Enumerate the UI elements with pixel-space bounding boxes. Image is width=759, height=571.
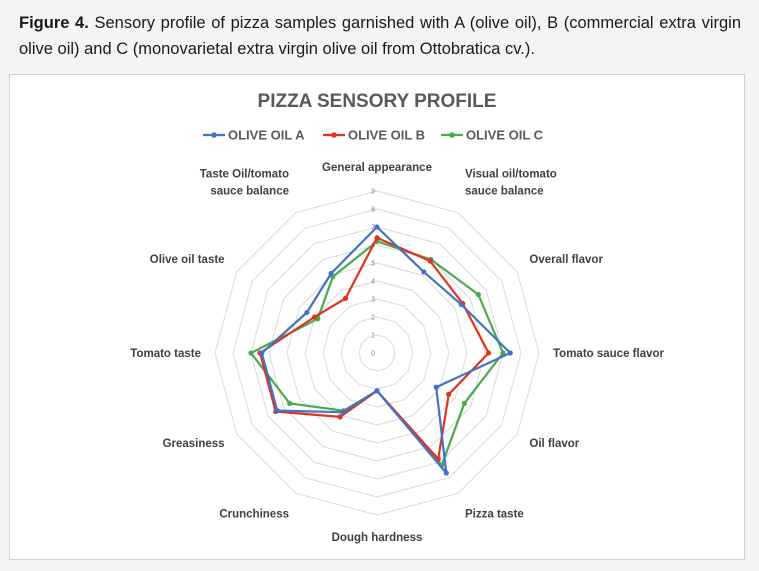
series-0-point-1 bbox=[421, 269, 427, 275]
series-0-point-10 bbox=[304, 309, 310, 316]
figure-label: Figure 4. bbox=[19, 14, 89, 32]
radar-grid bbox=[214, 190, 540, 516]
series-1-point-11 bbox=[342, 295, 349, 301]
series-line-2 bbox=[249, 240, 505, 467]
tick-label-0: 0 bbox=[371, 351, 375, 358]
axis-label-2: Overall flavor bbox=[529, 254, 603, 266]
grid-ring-6 bbox=[268, 244, 486, 462]
series-2-point-3 bbox=[500, 350, 506, 356]
grid-ring-9 bbox=[214, 190, 540, 516]
figure-caption: Figure 4. Sensory profile of pizza sampl… bbox=[19, 10, 741, 62]
axis-label-5: Pizza taste bbox=[465, 508, 524, 520]
legend-label-1: OLIVE OIL B bbox=[348, 128, 425, 143]
axis-label-9: Tomato taste bbox=[130, 348, 201, 360]
axis-label-0: General appearance bbox=[322, 162, 432, 174]
series-0-point-0 bbox=[374, 224, 380, 230]
tick-label-2: 2 bbox=[371, 315, 375, 322]
grid-ring-3 bbox=[322, 298, 432, 408]
tick-label-5: 5 bbox=[371, 261, 375, 268]
series-0-point-9 bbox=[259, 350, 265, 356]
tick-label-4: 4 bbox=[371, 279, 375, 286]
series-line-1 bbox=[258, 236, 490, 461]
tick-label-3: 3 bbox=[371, 297, 375, 304]
grid-ring-5 bbox=[286, 262, 468, 444]
legend-marker-0 bbox=[211, 132, 217, 138]
series-1-point-4 bbox=[446, 391, 452, 397]
series-1-point-3 bbox=[486, 350, 492, 356]
chart-title: PIZZA SENSORY PROFILE bbox=[258, 91, 497, 112]
axis-label-7: Crunchiness bbox=[219, 508, 289, 520]
series-0-point-2 bbox=[458, 301, 464, 307]
radar-series bbox=[248, 224, 513, 476]
series-0-point-7 bbox=[340, 409, 346, 415]
grid-ring-4 bbox=[304, 280, 450, 426]
series-0-point-11 bbox=[328, 270, 334, 277]
axis-label-6: Dough hardness bbox=[332, 532, 423, 544]
grid-ring-1 bbox=[358, 334, 396, 372]
series-0-point-5 bbox=[443, 470, 449, 476]
grid-ring-8 bbox=[232, 208, 522, 498]
legend-label-2: OLIVE OIL C bbox=[466, 128, 544, 143]
series-2-point-9 bbox=[248, 350, 254, 356]
tick-label-1: 1 bbox=[371, 333, 375, 340]
series-1-point-0 bbox=[374, 235, 380, 241]
tick-label-7: 7 bbox=[371, 225, 375, 232]
axis-label-8: Greasiness bbox=[163, 438, 225, 450]
series-0-point-6 bbox=[374, 388, 380, 394]
grid-ring-2 bbox=[340, 316, 414, 390]
axis-label-4: Oil flavor bbox=[529, 438, 579, 450]
chart-legend: OLIVE OIL A OLIVE OIL B OLIVE OIL C bbox=[203, 128, 544, 143]
series-0-point-8 bbox=[274, 408, 280, 414]
legend-marker-2 bbox=[449, 132, 455, 138]
tick-label-9: 9 bbox=[371, 189, 375, 196]
legend-marker-1 bbox=[331, 132, 337, 138]
series-line-0 bbox=[260, 225, 512, 475]
series-2-point-8 bbox=[287, 400, 293, 406]
axis-label-3: Tomato sauce flavor bbox=[553, 348, 665, 360]
series-2-point-2 bbox=[475, 291, 481, 298]
series-2-point-4 bbox=[461, 400, 467, 406]
series-1-point-10 bbox=[312, 314, 318, 320]
axis-label-10: Olive oil taste bbox=[150, 254, 225, 266]
caption-text: Sensory profile of pizza samples garnish… bbox=[19, 14, 741, 58]
series-0-point-3 bbox=[507, 350, 513, 356]
legend-label-0: OLIVE OIL A bbox=[228, 128, 305, 143]
series-1-point-1 bbox=[427, 258, 433, 264]
tick-label-8: 8 bbox=[371, 207, 375, 214]
series-1-point-7 bbox=[337, 414, 343, 420]
series-0-point-4 bbox=[433, 384, 439, 390]
grid-ring-7 bbox=[250, 226, 504, 480]
